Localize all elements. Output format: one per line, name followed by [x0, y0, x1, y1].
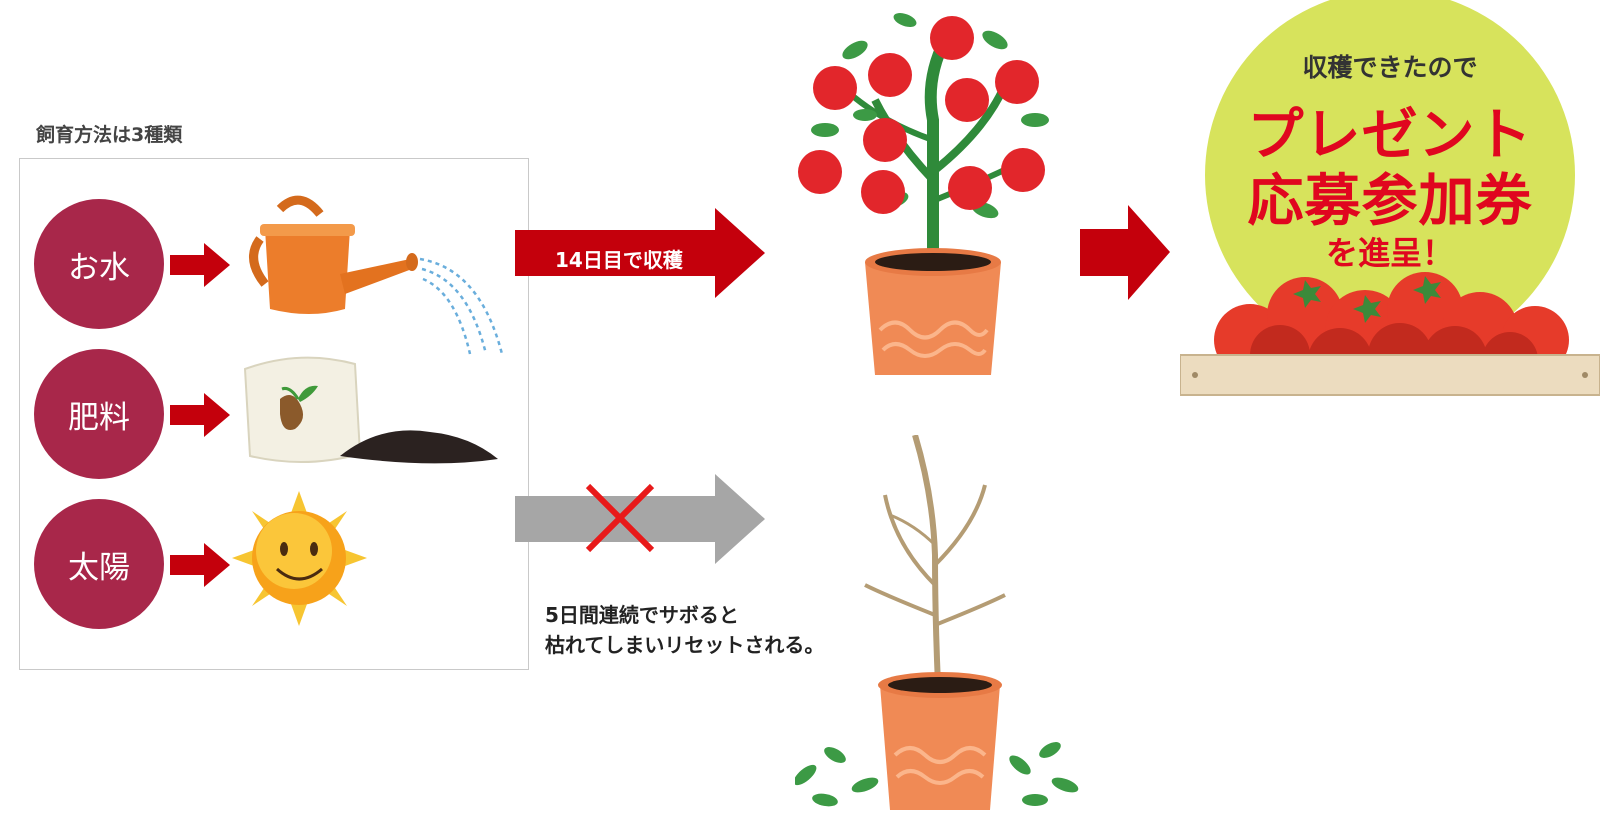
harvest-label: 14日目で収穫: [555, 248, 683, 272]
failure-caption: 5日間連続でサボると 枯れてしまいリセットされる。: [545, 600, 824, 660]
reward-top-text: 収穫できたので: [1302, 53, 1478, 82]
method-sun-arrow: [170, 543, 230, 587]
section-title: 飼育方法は3種類: [36, 124, 183, 146]
failure-caption-line1: 5日間連続でサボると: [545, 603, 739, 627]
cross-mark-icon: [585, 483, 655, 553]
reward-line3: を進呈！: [1325, 234, 1454, 272]
methods-box: お水 肥料 太陽: [19, 158, 529, 670]
harvest-arrow: [515, 208, 765, 298]
reward-line2: 応募参加券: [1247, 169, 1533, 234]
reward-line1: プレゼント: [1247, 103, 1533, 168]
failure-caption-line2: 枯れてしまいリセットされる。: [545, 633, 825, 657]
tomato-plant-icon: [798, 13, 1049, 375]
method-fertilizer-arrow: [170, 393, 230, 437]
method-water-circle: お水: [34, 199, 164, 329]
method-water-arrow: [170, 243, 230, 287]
watering-can-icon: [249, 195, 504, 355]
method-sun-circle: 太陽: [34, 499, 164, 629]
smiling-sun-icon: [232, 491, 367, 626]
withered-plant-icon: [795, 435, 1079, 810]
method-fertilizer-circle: 肥料: [34, 349, 164, 479]
reward-arrow: [1080, 205, 1170, 300]
failure-arrow: [515, 474, 765, 564]
fertilizer-bag-icon: [243, 356, 498, 464]
reward-badge: [1180, 0, 1600, 396]
